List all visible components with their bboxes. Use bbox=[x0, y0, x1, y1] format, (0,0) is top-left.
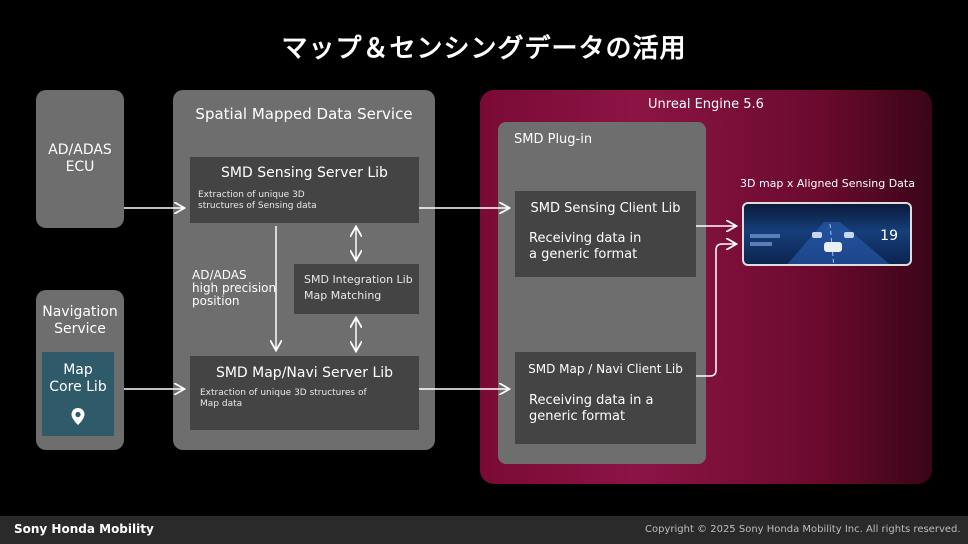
ad-adas-ecu-label: AD/ADAS ECU bbox=[48, 142, 112, 175]
smd-sensing-client-box: SMD Sensing Client Lib Receiving data in… bbox=[515, 191, 696, 277]
smd-plugin-title: SMD Plug-in bbox=[514, 132, 593, 147]
smd-map-navi-client-title: SMD Map / Navi Client Lib bbox=[528, 362, 683, 376]
page-title: マップ＆センシングデータの活用 bbox=[281, 34, 687, 64]
smd-integration-subtitle: Map Matching bbox=[304, 289, 382, 302]
arrow-map-client-to-display bbox=[696, 244, 735, 377]
footer-copyright: Copyright © 2025 Sony Honda Mobility Inc… bbox=[645, 524, 961, 535]
ad-adas-ecu-box: AD/ADAS ECU bbox=[36, 90, 124, 228]
smd-sensing-server-box: SMD Sensing Server Lib Extraction of uni… bbox=[190, 157, 419, 223]
output-label: 3D map x Aligned Sensing Data bbox=[740, 177, 915, 190]
smd-sensing-server-title: SMD Sensing Server Lib bbox=[221, 165, 388, 181]
smd-sensing-client-title: SMD Sensing Client Lib bbox=[530, 201, 681, 216]
navigation-service-label: Navigation Service bbox=[42, 304, 118, 337]
smd-service-title: Spatial Mapped Data Service bbox=[195, 105, 413, 123]
3d-map-display-image: 19 bbox=[742, 202, 912, 266]
map-pin-icon bbox=[71, 408, 85, 425]
smd-map-navi-server-desc: Extraction of unique 3D structures of Ma… bbox=[200, 388, 367, 409]
smd-integration-box: SMD Integration Lib Map Matching bbox=[294, 264, 419, 314]
road-scene-graphic bbox=[750, 222, 890, 264]
smd-map-navi-server-title: SMD Map/Navi Server Lib bbox=[215, 365, 394, 381]
smd-map-navi-server-box: SMD Map/Navi Server Lib Extraction of un… bbox=[190, 356, 419, 430]
smd-map-navi-client-box: SMD Map / Navi Client Lib Receiving data… bbox=[515, 352, 696, 444]
position-label: AD/ADAS high precision position bbox=[192, 268, 277, 308]
footer-bar bbox=[0, 516, 968, 544]
smd-sensing-client-desc: Receiving data in a generic format bbox=[529, 231, 642, 262]
smd-map-navi-client-desc: Receiving data in a generic format bbox=[529, 393, 654, 424]
smd-integration-title: SMD Integration Lib bbox=[304, 273, 413, 286]
smd-sensing-server-desc: Extraction of unique 3D structures of Se… bbox=[198, 190, 317, 211]
map-core-lib-label: Map Core Lib bbox=[49, 362, 107, 395]
footer-brand: Sony Honda Mobility bbox=[14, 522, 154, 536]
map-core-lib-box: Map Core Lib bbox=[42, 352, 114, 436]
display-speed: 19 bbox=[880, 228, 898, 244]
unreal-engine-title: Unreal Engine 5.6 bbox=[648, 97, 764, 112]
